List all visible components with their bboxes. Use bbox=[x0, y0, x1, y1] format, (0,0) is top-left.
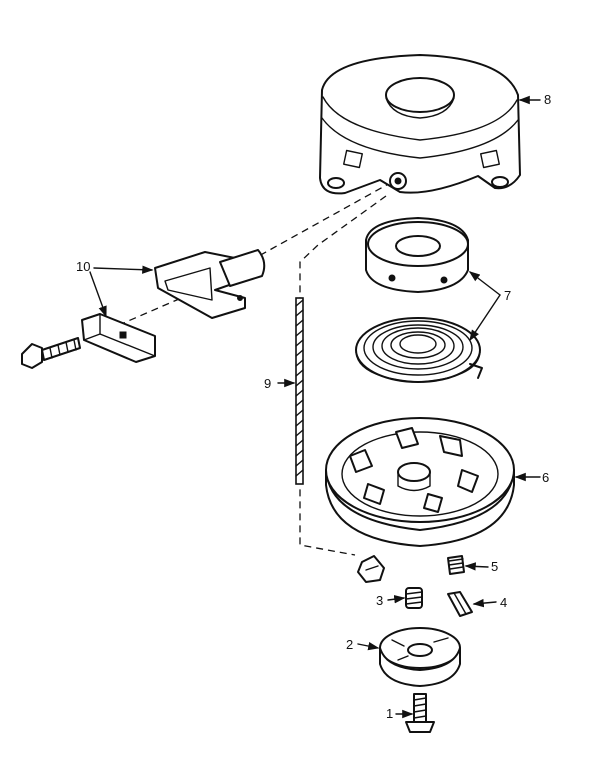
callout-4: 4 bbox=[500, 595, 507, 610]
pawl bbox=[447, 591, 473, 617]
callout-9: 9 bbox=[264, 376, 271, 391]
starter-rope bbox=[295, 297, 304, 485]
handle-screw bbox=[21, 337, 81, 369]
callout-8: 8 bbox=[544, 92, 551, 107]
retainer-plate bbox=[365, 217, 469, 293]
handle-insert bbox=[81, 313, 156, 363]
starter-handle bbox=[154, 249, 266, 319]
small-spring bbox=[405, 587, 423, 609]
recoil-spring bbox=[355, 317, 483, 383]
callout-1: 1 bbox=[386, 706, 393, 721]
center-screw bbox=[405, 693, 435, 733]
pawl-coil bbox=[447, 555, 465, 575]
callout-2: 2 bbox=[346, 637, 353, 652]
callout-3: 3 bbox=[376, 593, 383, 608]
callout-7: 7 bbox=[504, 288, 511, 303]
callout-10: 10 bbox=[76, 259, 90, 274]
recoil-housing bbox=[319, 54, 521, 195]
leader-lines bbox=[89, 95, 541, 719]
pawl-retainer bbox=[357, 555, 385, 583]
ratchet-cup bbox=[379, 627, 461, 687]
callout-6: 6 bbox=[542, 470, 549, 485]
callout-5: 5 bbox=[491, 559, 498, 574]
pulley bbox=[325, 417, 515, 547]
